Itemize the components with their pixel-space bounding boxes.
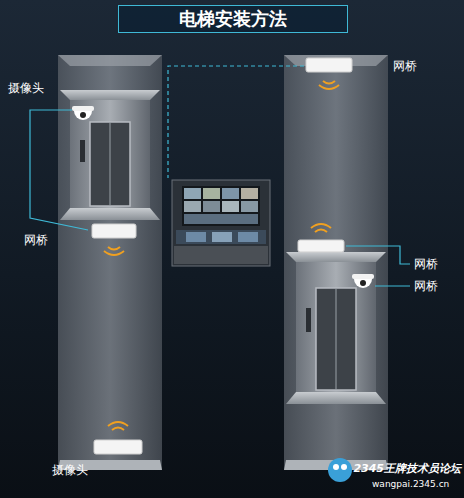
monitor-photo xyxy=(172,180,270,266)
signal-line xyxy=(168,66,304,178)
part-label: 网桥 xyxy=(414,256,438,273)
bridge-device xyxy=(94,422,142,454)
bridge-device xyxy=(92,224,136,255)
part-label: 网桥 xyxy=(24,232,48,249)
left-shaft xyxy=(58,55,162,470)
camera-icon xyxy=(352,274,374,288)
part-label: 网桥 xyxy=(414,278,438,295)
leader-line xyxy=(30,110,88,230)
leader-line xyxy=(346,246,410,264)
leader-line xyxy=(375,285,410,286)
part-label: 摄像头 xyxy=(8,80,44,97)
watermark: 2345王牌技术员论坛 xyxy=(353,461,461,476)
part-label: 网桥 xyxy=(393,58,417,75)
title: 电梯安装方法 xyxy=(118,5,348,33)
bridge-device xyxy=(306,58,352,89)
right-shaft xyxy=(284,55,388,470)
part-label: 摄像头 xyxy=(52,462,88,479)
camera-icon xyxy=(72,106,94,120)
watermark: wangpai.2345.cn xyxy=(372,479,449,489)
watermark-logo xyxy=(328,458,352,482)
bridge-device xyxy=(298,224,344,252)
